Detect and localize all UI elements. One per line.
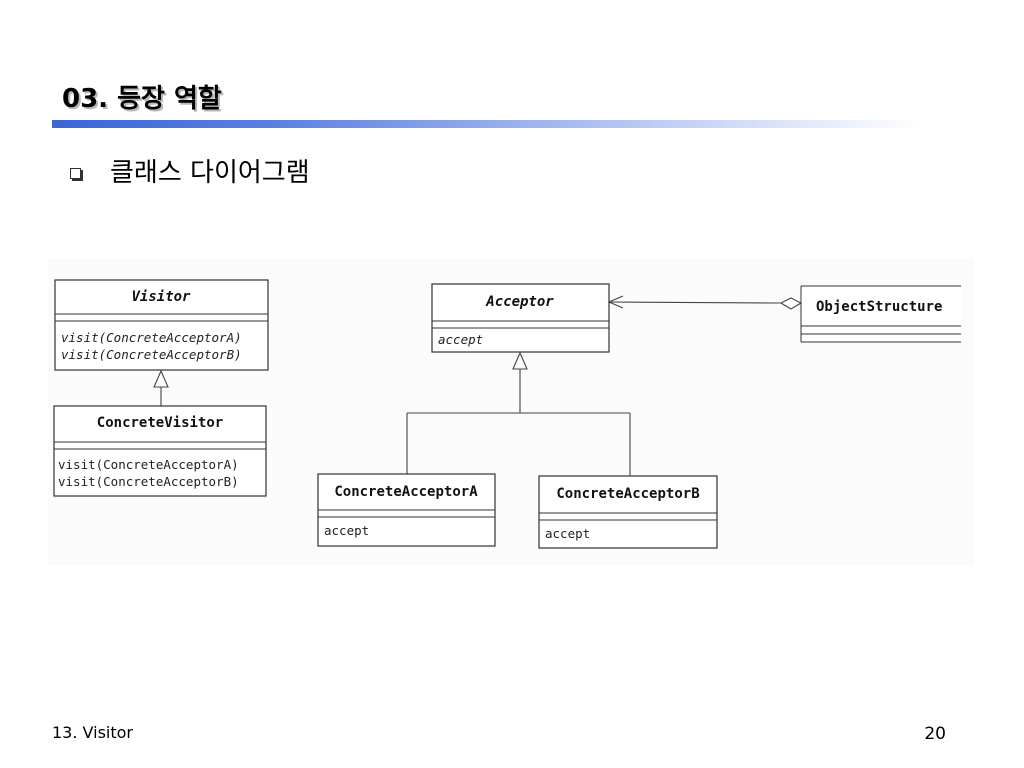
class-visitor: Visitor visit(ConcreteAcceptorA) visit(C…: [54, 279, 269, 371]
class-operation: visit(ConcreteAcceptorA): [61, 330, 242, 345]
class-name: ConcreteAcceptorB: [556, 486, 699, 502]
class-acceptor: Acceptor accept: [431, 283, 610, 353]
aggregation-line: [608, 301, 782, 304]
class-box: [431, 283, 610, 353]
class-name: Acceptor: [485, 294, 554, 310]
class-box: [538, 475, 718, 549]
aggregation-diamond: [779, 297, 803, 310]
class-object-structure: ObjectStructure: [800, 285, 961, 343]
class-operation: accept: [545, 526, 590, 541]
class-name: ObjectStructure: [816, 299, 942, 315]
class-box: [801, 286, 961, 342]
class-concrete-acceptor-b: ConcreteAcceptorB accept: [538, 475, 718, 549]
class-name: Visitor: [131, 289, 191, 305]
class-operation: visit(ConcreteAcceptorB): [61, 347, 242, 362]
class-operation: visit(ConcreteAcceptorA): [58, 457, 239, 472]
square-bullet-icon: [70, 168, 81, 179]
class-operation: accept: [324, 523, 369, 538]
class-concrete-acceptor-a: ConcreteAcceptorA accept: [317, 473, 496, 547]
class-box: [54, 279, 269, 371]
navigable-arrowhead: [607, 295, 624, 309]
generalization-arrowhead: [153, 369, 169, 388]
class-diagram-svg: Visitor visit(ConcreteAcceptorA) visit(C…: [53, 279, 961, 549]
page-number: 20: [924, 724, 946, 744]
class-diagram: Visitor visit(ConcreteAcceptorA) visit(C…: [48, 258, 974, 566]
class-name: ConcreteVisitor: [97, 415, 223, 431]
title-underline-bar: [52, 120, 922, 128]
bullet-text: 클래스 다이어그램: [110, 158, 310, 188]
slide-title: 03. 등장 역할: [62, 84, 222, 114]
class-name: ConcreteAcceptorA: [334, 484, 478, 500]
generalization-arrowhead: [512, 351, 528, 370]
class-operation: accept: [438, 332, 483, 347]
class-concrete-visitor: ConcreteVisitor visit(ConcreteAcceptorA)…: [53, 405, 267, 497]
class-operation: visit(ConcreteAcceptorB): [58, 474, 239, 489]
footer-chapter-label: 13. Visitor: [52, 723, 133, 742]
class-box: [53, 405, 267, 497]
